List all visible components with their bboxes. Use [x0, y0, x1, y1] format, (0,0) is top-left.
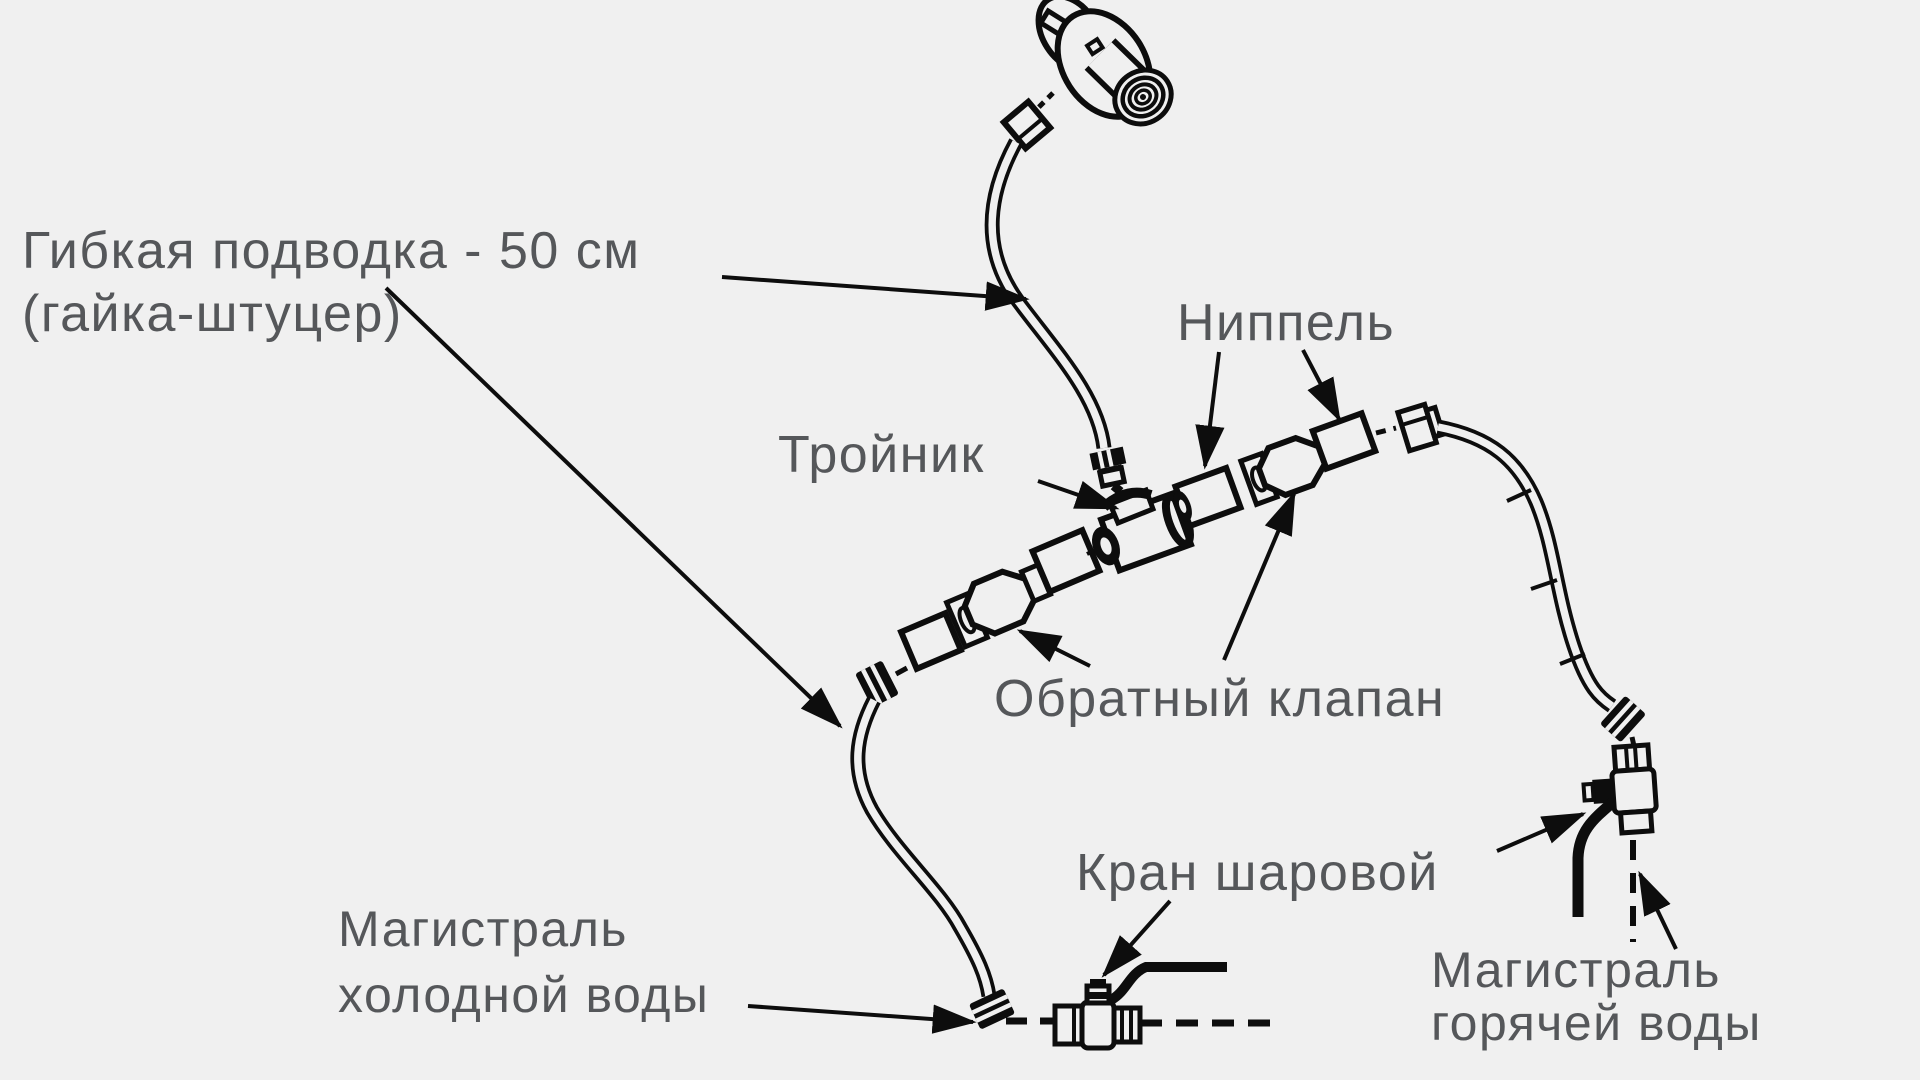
label-hot-main: Магистраль горячей воды	[1431, 942, 1762, 1051]
arrow-flex-hose-top	[721, 275, 1030, 311]
flexible-hose-top	[984, 138, 1112, 450]
flexible-hose-cold	[850, 696, 997, 998]
label-check-valve: Обратный клапан	[994, 670, 1446, 728]
arrow-tee	[1037, 479, 1120, 510]
label-cold-main: Магистраль холодной воды	[338, 901, 710, 1023]
hose-nut-cold-icon	[969, 989, 1015, 1029]
arrow-check-valve-left	[1016, 629, 1091, 668]
arrow-hot-valve	[1496, 812, 1587, 853]
hose-nut-hot-icon	[1601, 696, 1645, 742]
flexible-hose-hot	[1436, 419, 1617, 713]
fitting-chain	[856, 401, 1447, 707]
arrow-hot-main	[1638, 870, 1678, 950]
arrow-cold-main	[747, 1004, 977, 1034]
label-ball-valve: Кран шаровой	[1076, 844, 1439, 902]
arrow-check-valve-right	[1222, 490, 1296, 661]
arrow-ball-valve	[1101, 899, 1172, 978]
ball-valve-cold-icon	[1006, 962, 1284, 1051]
tee-fitting-icon	[1091, 486, 1195, 575]
union-nut-right-icon	[1394, 401, 1447, 454]
label-nipple: Ниппель	[1177, 294, 1396, 352]
wall-outlet-icon	[999, 0, 1174, 153]
arrow-nipple-left	[1195, 351, 1225, 470]
nipple-fitting-icon	[1171, 464, 1245, 530]
ball-valve-hot-icon	[1572, 736, 1659, 942]
leader-arrows	[384, 275, 1678, 1034]
hose-nut-left-icon	[856, 661, 898, 707]
label-flex-hose: Гибкая подводка - 50 см (гайка-штуцер)	[22, 222, 641, 343]
hose-nut-top-icon	[1089, 446, 1128, 496]
label-tee: Тройник	[778, 426, 985, 484]
arrow-flex-hose-bottom	[384, 286, 843, 729]
arrow-nipple-right	[1301, 349, 1341, 423]
hot-water-elbow-pipe	[1572, 798, 1616, 917]
ball-valve-handle-icon	[1108, 962, 1227, 1005]
